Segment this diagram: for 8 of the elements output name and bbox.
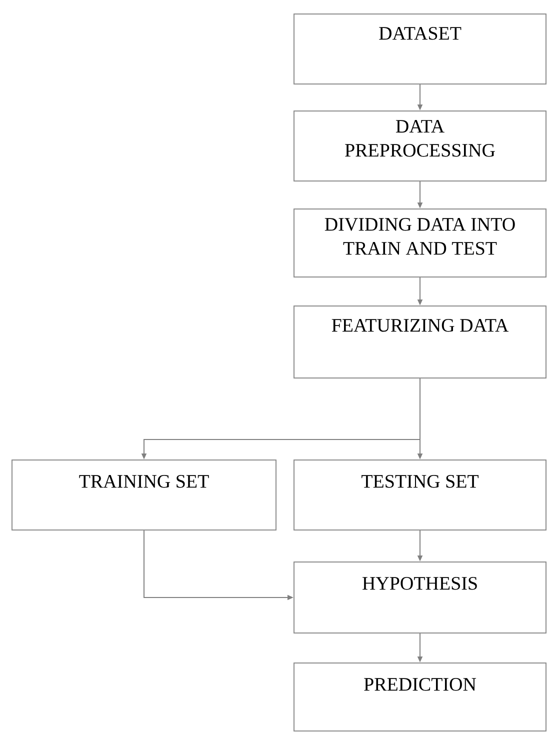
process-box: PREDICTION (294, 662, 546, 732)
process-box: DATA PREPROCESSING (294, 110, 546, 182)
process-box: FEATURIZING DATA (294, 306, 546, 378)
process-box: HYPOTHESIS (294, 562, 546, 634)
process-box: DATASET (294, 14, 546, 84)
process-box: DIVIDING DATA INTO TRAIN AND TEST (294, 208, 546, 278)
process-box: TESTING SET (294, 460, 546, 530)
process-box: TRAINING SET (12, 460, 276, 530)
